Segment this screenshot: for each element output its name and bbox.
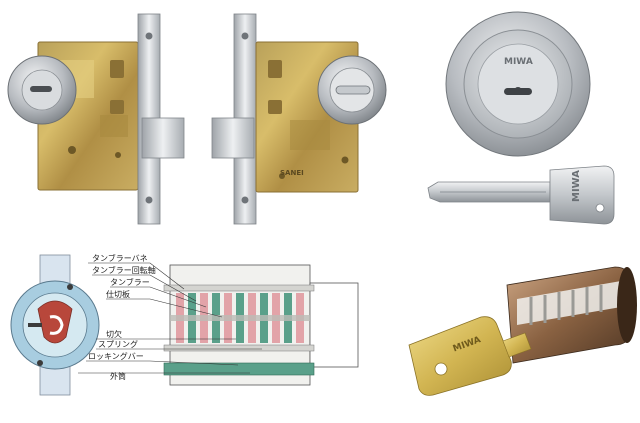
cylinder-and-key-photo: MIWA MIWA [400,0,640,240]
label-locking-bar: ロッキングバー [88,351,144,361]
key: MIWA [427,165,615,225]
cylinder-face: MIWA [445,11,591,157]
key-brand-mark: MIWA [571,170,582,202]
mortise-lock-photo: SANEI [0,0,390,240]
mortise-lock-right: SANEI [211,13,387,225]
cutaway-cylinder-photo: MIWA [395,245,640,423]
cutaway-illustration: MIWA [408,266,637,396]
label-notch: 切欠 [106,329,122,339]
cylinder-key-illustration: MIWA MIWA [427,11,615,225]
mortise-lock-left [7,13,185,225]
longitudinal-section [163,264,359,386]
label-spring: スプリング [98,339,138,349]
label-outer-shell: 外筒 [110,371,126,381]
leader-lines [78,262,262,374]
label-partition-plate: 仕切板 [106,289,130,299]
label-tumbler: タンブラー [110,277,150,287]
cylinder-brand-mark: MIWA [504,57,533,67]
label-tumbler-axis: タンブラー回転軸 [92,265,156,275]
cutaway-key: MIWA [408,316,532,396]
tumbler-cross-section: タンブラーバネ タンブラー回転軸 タンブラー 仕切板 切欠 スプリング ロッキン… [10,253,359,396]
label-tumbler-spring: タンブラーバネ [92,253,148,263]
mortise-lock-illustration: SANEI [7,13,387,225]
cross-section-diagram: タンブラーバネ タンブラー回転軸 タンブラー 仕切板 切欠 スプリング ロッキン… [0,245,390,423]
cutaway-cylinder-body [506,266,637,364]
round-section [10,254,100,396]
lock-body-stamp: SANEI [280,169,304,177]
